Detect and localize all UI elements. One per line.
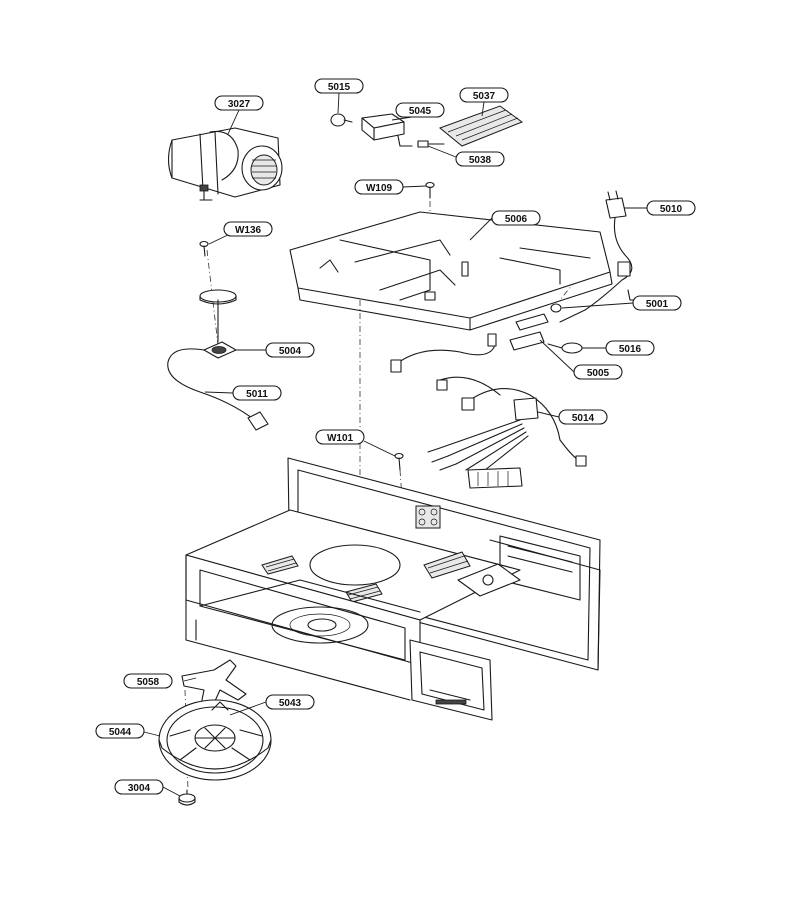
stirrer-cover-part	[158, 699, 272, 781]
callout-5004: 5004	[265, 342, 315, 358]
callout-5037: 5037	[459, 87, 509, 103]
callout-5015: 5015	[314, 78, 364, 94]
svg-text:5005: 5005	[587, 368, 610, 379]
svg-text:5044: 5044	[109, 727, 132, 738]
callout-5001: 5001	[632, 295, 682, 311]
wire-harness-part	[390, 333, 587, 489]
callout-5044: 5044	[95, 723, 145, 739]
callout-5016: 5016	[605, 340, 655, 356]
oven-cavity-chassis	[185, 457, 601, 721]
svg-text:W109: W109	[366, 183, 393, 194]
svg-text:5045: 5045	[409, 106, 432, 117]
svg-text:3027: 3027	[228, 99, 251, 110]
callout-5010: 5010	[646, 200, 696, 216]
lamp-and-filter-parts	[330, 105, 524, 148]
svg-text:5043: 5043	[279, 698, 302, 709]
base-plate-part	[289, 211, 613, 331]
svg-text:5038: 5038	[469, 155, 492, 166]
svg-text:5010: 5010	[660, 204, 683, 215]
svg-text:W101: W101	[327, 433, 354, 444]
coupler-3004-part	[178, 789, 196, 806]
callout-3004: 3004	[114, 779, 164, 795]
callout-5038: 5038	[455, 151, 505, 167]
svg-text:5037: 5037	[473, 91, 496, 102]
svg-text:5016: 5016	[619, 344, 642, 355]
callout-w136: W136	[223, 221, 273, 237]
callout-w101: W101	[315, 429, 365, 445]
svg-text:5015: 5015	[328, 82, 351, 93]
screw-w101-part	[394, 452, 404, 471]
fuse-thermostat-parts	[509, 303, 583, 354]
svg-text:5014: 5014	[572, 413, 595, 424]
svg-text:5004: 5004	[279, 346, 302, 357]
callout-5058: 5058	[123, 673, 173, 689]
callout-5011: 5011	[232, 385, 282, 401]
callout-5005: 5005	[573, 364, 623, 380]
blower-motor-part	[167, 127, 283, 201]
callout-3027: 3027	[214, 95, 264, 111]
callout-5014: 5014	[558, 409, 608, 425]
sensor-harness-part	[167, 289, 269, 431]
screw-w136-part	[199, 240, 209, 257]
svg-text:W136: W136	[235, 225, 262, 236]
screw-w109-part	[425, 181, 435, 199]
svg-text:5011: 5011	[246, 389, 268, 400]
svg-text:5001: 5001	[646, 299, 669, 310]
callout-5006: 5006	[491, 210, 541, 226]
svg-text:5058: 5058	[137, 677, 160, 688]
callout-labels: 3027 5015 5045 5037 5038 W109 5006 5010	[95, 78, 696, 795]
svg-text:5006: 5006	[505, 214, 528, 225]
stirrer-blade-part	[181, 659, 247, 713]
callout-w109: W109	[354, 179, 404, 195]
callout-5045: 5045	[395, 102, 445, 118]
power-cord-part	[559, 190, 641, 323]
svg-text:3004: 3004	[128, 783, 151, 794]
callout-5043: 5043	[265, 694, 315, 710]
